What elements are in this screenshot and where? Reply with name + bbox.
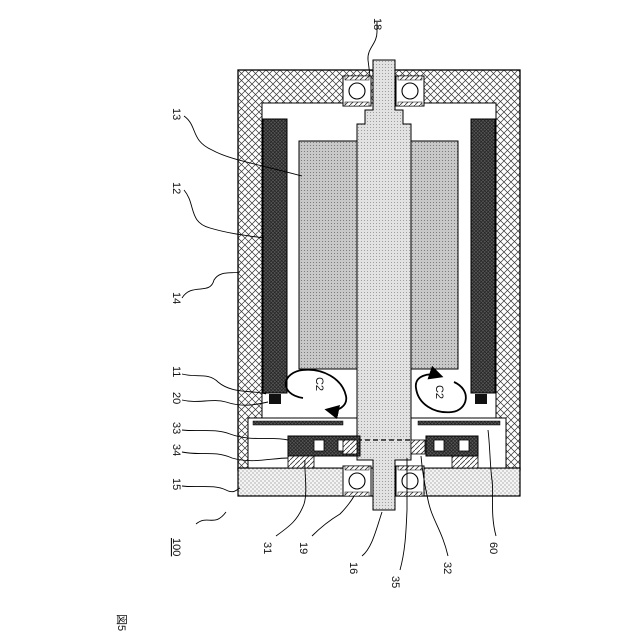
- label-32: 32: [441, 562, 453, 574]
- label-34: 34: [170, 444, 182, 456]
- label-11: 11: [170, 366, 182, 377]
- label-18: 18: [371, 18, 383, 30]
- label-60: 60: [487, 542, 499, 554]
- block-left: [269, 394, 281, 404]
- stator-coil-right: [471, 119, 495, 393]
- label-35: 35: [389, 576, 401, 588]
- label-13: 13: [170, 108, 182, 120]
- label-19: 19: [297, 542, 309, 554]
- label-12: 12: [170, 182, 182, 194]
- label-15: 15: [170, 478, 182, 490]
- label-33: 33: [170, 422, 182, 434]
- label-31: 31: [261, 542, 273, 554]
- stator-coil-left: [263, 119, 287, 393]
- label-100: 100: [170, 538, 182, 556]
- figure-caption: 図5: [115, 614, 128, 631]
- flow-label-right: C2: [433, 385, 445, 399]
- label-20: 20: [170, 392, 182, 404]
- flow-label-left: C2: [313, 377, 325, 391]
- block-right: [475, 394, 487, 404]
- shaft: [357, 60, 411, 510]
- label-16: 16: [347, 562, 359, 574]
- label-14: 14: [170, 292, 182, 304]
